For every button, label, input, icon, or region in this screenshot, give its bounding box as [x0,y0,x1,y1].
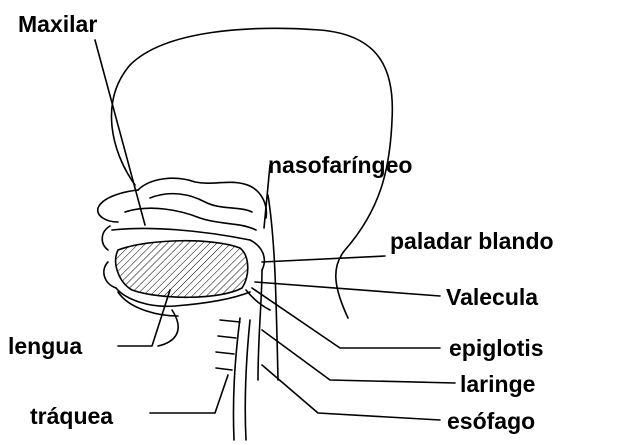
pharynx-front-wall [258,270,262,380]
label-laringe: laringe [460,373,535,396]
hard-palate [112,228,250,240]
trachea-wall [233,318,240,440]
label-esofago: esófago [447,410,535,433]
label-paladar-blando: paladar blando [390,230,554,253]
leader-esofago [262,365,440,420]
lower-lip [104,262,116,288]
label-valecula: Valecula [446,286,538,309]
label-traquea: tráquea [30,405,113,428]
label-nasofaringeo: nasofaríngeo [268,154,412,177]
leader-valecula [255,282,440,296]
label-lengua: lengua [8,335,82,358]
leader-traquea [150,375,228,413]
nasal-cavity [138,178,266,218]
nasal-concha-lower [125,208,256,230]
trachea-ring [218,336,236,338]
pharynx-back-wall [268,195,278,380]
trachea-ring [216,352,234,354]
esophagus-wall [245,320,250,440]
upper-lip [102,226,110,250]
label-epiglotis: epiglotis [449,337,544,360]
tongue-shape [116,241,248,298]
leader-paladar-blando [262,256,385,262]
nose-tip [98,190,138,222]
trachea-ring [220,320,240,322]
leader-lengua [118,290,170,346]
soft-palate [250,240,264,270]
leader-maxilar [95,40,145,225]
leader-epiglotis [252,288,440,348]
label-maxilar: Maxilar [18,13,97,36]
leader-laringe [262,330,455,383]
trachea-ring [216,368,232,370]
